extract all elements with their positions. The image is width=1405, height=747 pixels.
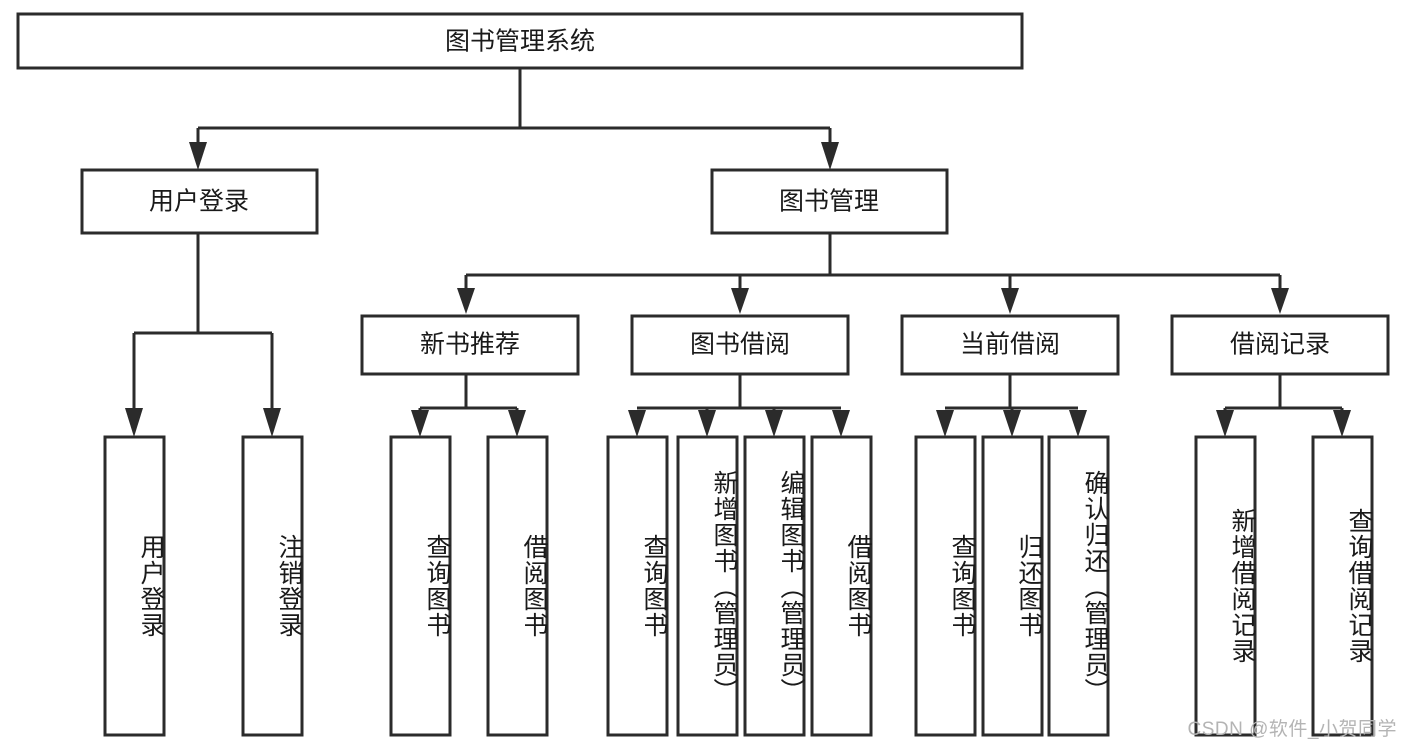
arrowhead-leaf-confirm-return (1069, 410, 1087, 437)
arrowhead-current-borrow (1001, 288, 1019, 314)
node-box-leaf-add-record[interactable] (1194, 435, 1257, 737)
arrowhead-leaf-return-book (1003, 410, 1021, 437)
node-box-leaf-return-book[interactable] (981, 435, 1044, 737)
arrowhead-leaf-query-book-3 (936, 410, 954, 437)
node-box-root[interactable] (16, 12, 1024, 70)
node-label-user-login: 用户登录 (149, 188, 249, 216)
node-label-book-borrow: 图书借阅 (690, 331, 790, 359)
node-box-leaf-query-book-3[interactable] (914, 435, 977, 737)
arrowhead-new-book-recommend (457, 288, 475, 314)
node-box-leaf-confirm-return[interactable] (1047, 435, 1110, 737)
connector-group-borrow-record (1216, 374, 1351, 437)
node-label-borrow-record: 借阅记录 (1230, 331, 1330, 359)
node-box-leaf-edit-book[interactable] (743, 435, 806, 737)
node-box-borrow-record[interactable] (1170, 314, 1390, 376)
arrowhead-borrow-record (1271, 288, 1289, 314)
node-label-current-borrow: 当前借阅 (960, 331, 1060, 359)
node-label-root: 图书管理系统 (445, 28, 595, 56)
node-box-leaf-borrow-book-1[interactable] (486, 435, 549, 737)
node-label-book-management: 图书管理 (779, 188, 879, 216)
node-box-leaf-query-book-1[interactable] (389, 435, 452, 737)
node-box-current-borrow[interactable] (900, 314, 1120, 376)
connector-group-current-borrow (936, 374, 1087, 437)
node-box-leaf-query-record[interactable] (1311, 435, 1374, 737)
arrowhead-leaf-user-login (125, 408, 143, 437)
arrowhead-leaf-add-record (1216, 410, 1234, 437)
arrowhead-leaf-query-record (1333, 410, 1351, 437)
arrowhead-book-borrow (731, 288, 749, 314)
arrowhead-book-management (821, 142, 839, 170)
node-box-leaf-borrow-book-2[interactable] (810, 435, 873, 737)
connector-group-book-management (457, 233, 1289, 314)
arrowhead-leaf-logout-login (263, 408, 281, 437)
arrowhead-leaf-edit-book (765, 410, 783, 437)
csdn-watermark: CSDN @软件_小贺同学 (1187, 719, 1397, 740)
arrowhead-leaf-borrow-book-2 (832, 410, 850, 437)
arrowhead-user-login (189, 142, 207, 170)
arrowhead-leaf-borrow-book-1 (508, 410, 526, 437)
arrowhead-leaf-add-book (698, 410, 716, 437)
arrowhead-leaf-query-book-2 (628, 410, 646, 437)
connector-group-user-login (125, 233, 281, 437)
arrowhead-leaf-query-book-1 (411, 410, 429, 437)
connector-group-book-borrow (628, 374, 850, 437)
node-box-new-book-recommend[interactable] (360, 314, 580, 376)
node-box-book-management[interactable] (710, 168, 949, 235)
node-box-user-login[interactable] (80, 168, 319, 235)
node-box-leaf-logout-login[interactable] (241, 435, 304, 737)
node-box-leaf-query-book-2[interactable] (606, 435, 669, 737)
connector-group-new-book-recommend (411, 374, 526, 437)
node-box-book-borrow[interactable] (630, 314, 850, 376)
connector-group-root (189, 68, 839, 170)
node-box-leaf-add-book[interactable] (676, 435, 739, 737)
node-label-new-book-recommend: 新书推荐 (420, 331, 520, 359)
node-box-leaf-user-login[interactable] (103, 435, 166, 737)
